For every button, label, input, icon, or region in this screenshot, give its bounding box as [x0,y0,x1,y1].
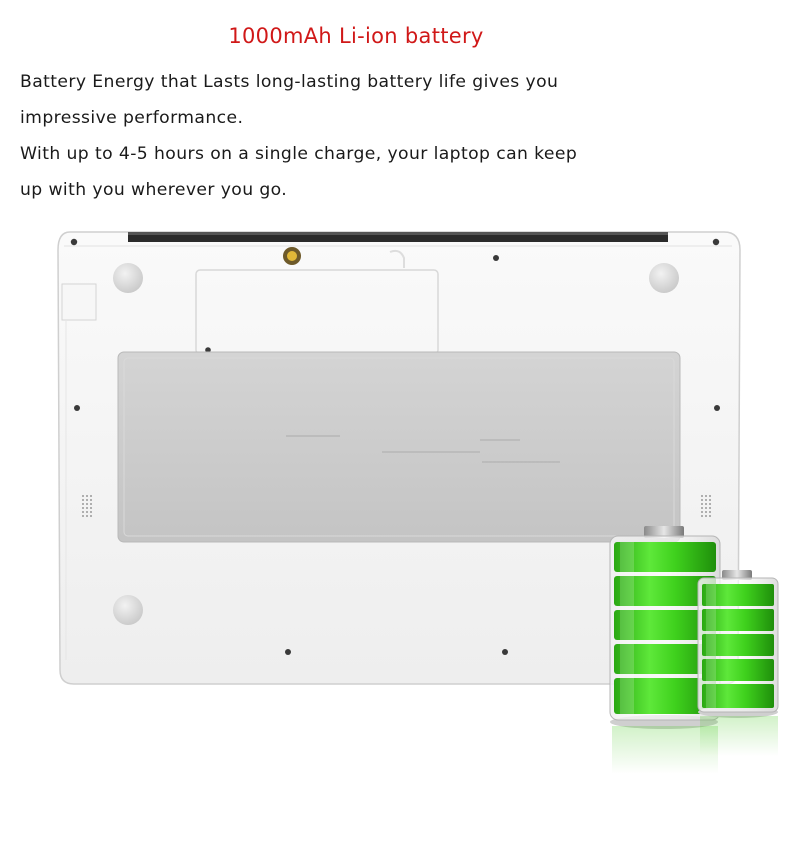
battery-pack [117,351,681,543]
description: Battery Energy that Lasts long-lasting b… [20,64,760,208]
headline: 1000mAh Li-ion battery [228,24,484,48]
laptop-battery-illustration [57,231,779,774]
battery-small-icon [697,570,779,718]
description-line-4: up with you wherever you go. [20,180,288,200]
description-line-2: impressive performance. [20,108,244,128]
description-line-1: Battery Energy that Lasts long-lasting b… [20,72,559,92]
battery-large-icon [609,526,721,729]
description-line-3: With up to 4-5 hours on a single charge,… [20,144,578,164]
